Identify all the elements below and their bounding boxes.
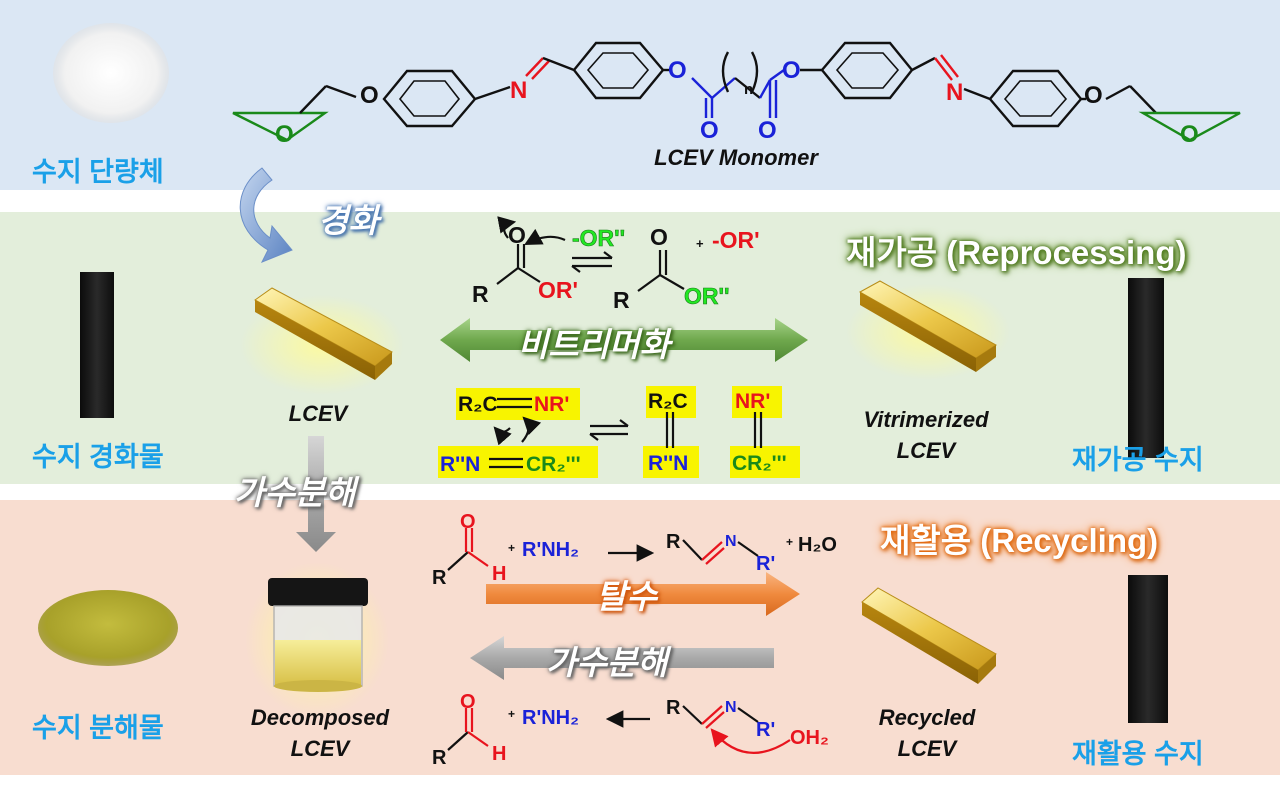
ester-carbonyl-o: O (508, 222, 526, 248)
decomposed-lcev-jar-image (245, 562, 389, 718)
cured-resin-bar-image (80, 272, 114, 418)
water-product: H₂O (798, 534, 837, 556)
ester-r-right: R (613, 287, 630, 313)
plus-sign-2: + (508, 541, 515, 555)
decomposed-lcev-label: Decomposed LCEV (222, 702, 418, 764)
dehydration-label: 탈수 (596, 578, 657, 615)
decomposed-resin-label: 수지 분해물 (32, 713, 164, 743)
imine-metathesis-scheme (438, 386, 800, 478)
aldehyde-top-h: H (492, 563, 506, 585)
hydrolysis-down-arrow (296, 436, 336, 552)
reprocessed-resin-label: 재가공 수지 (1072, 445, 1204, 475)
decomposed-label-line1: Decomposed (250, 705, 390, 730)
product-carbonyl-o: O (650, 224, 668, 250)
vitrimerized-label: Vitrimerized LCEV (836, 404, 1016, 466)
amine-bottom: R'NH₂ (522, 707, 579, 729)
nucleophile-or-dprime: -OR'' (572, 225, 625, 251)
recycling-title: 재활용 (Recycling) (880, 522, 1159, 559)
ester-o-left: O (668, 57, 687, 84)
ether-o-left: O (360, 82, 379, 109)
carbonyl-o-right: O (758, 117, 777, 144)
reprocessed-resin-bar-image (1128, 278, 1164, 458)
decomposed-label-line2: LCEV (290, 736, 350, 761)
imine-top-r-prime: R' (756, 553, 775, 575)
imine-bottom-r: R (666, 697, 681, 719)
yellow-powder-image (38, 590, 178, 666)
aldehyde-top (447, 528, 759, 571)
epoxide-o-left: O (275, 121, 294, 148)
lcev-gold-bar-image (240, 287, 404, 395)
ester-r-left: R (472, 281, 489, 307)
curing-label: 경화 (318, 202, 379, 239)
lcev-label: LCEV (288, 401, 348, 426)
imine-top-n: N (725, 533, 737, 550)
monomer-structure (232, 41, 1241, 142)
aldehyde-bottom (447, 705, 791, 754)
recycled-resin-bar-image (1128, 575, 1168, 723)
imine-cr2-left: CR₂''' (526, 453, 581, 476)
recycled-label-line2: LCEV (897, 736, 957, 761)
leaving-or-prime: -OR' (712, 227, 760, 253)
imine-top-r: R (666, 531, 681, 553)
monomer-band (0, 0, 1280, 190)
hydrolysis-left-arrow (470, 636, 774, 680)
imine-cr2-right: CR₂''' (732, 452, 787, 475)
resin-monomer-label: 수지 단량체 (32, 157, 164, 187)
dehydration-arrow (486, 572, 800, 616)
vitrimerization-label: 비트리머화 (518, 326, 670, 363)
plus-sign-3: + (786, 535, 793, 549)
epoxide-o-right: O (1180, 121, 1199, 148)
imine-rdprime-n-left: R''N (440, 453, 480, 476)
vitrimerized-label-line2: LCEV (896, 438, 956, 463)
vitrimerized-gold-bar-image (846, 280, 1010, 380)
vitrimerized-label-line1: Vitrimerized (863, 407, 989, 432)
imine-rdprime-n-right: R''N (648, 452, 688, 475)
recycled-gold-bar-image (861, 587, 997, 684)
vitrimerization-arrow (440, 318, 808, 362)
monomer-name: LCEV Monomer (654, 145, 818, 170)
hydrolysis-label-vertical: 가수분해 (234, 474, 356, 511)
recycled-label-line1: Recycled (878, 705, 976, 730)
water-reactant: OH₂ (790, 727, 829, 749)
curing-arrow (239, 167, 293, 263)
white-powder-image (53, 23, 169, 123)
imine-nr-prime-right: NR' (735, 390, 770, 413)
imine-bottom-r-prime: R' (756, 719, 775, 741)
imine-r2c-left: R₂C (458, 393, 498, 416)
ester-o-right: O (782, 57, 801, 84)
imine-n-left: N (510, 77, 527, 104)
aldehyde-bottom-r: R (432, 747, 447, 769)
imine-nr-prime-left: NR' (534, 393, 569, 416)
plus-sign-4: + (508, 707, 515, 721)
aldehyde-bottom-h: H (492, 743, 506, 765)
imine-n-right: N (946, 79, 963, 106)
plus-sign-1: + (696, 236, 704, 251)
transesterification-scheme (496, 216, 685, 292)
aldehyde-top-o: O (460, 511, 476, 533)
recycled-lcev-label: Recycled LCEV (842, 702, 1012, 764)
aldehyde-top-r: R (432, 567, 447, 589)
amine-top: R'NH₂ (522, 539, 579, 561)
ester-or-dprime-right: OR'' (684, 283, 729, 309)
cured-resin-label: 수지 경화물 (32, 442, 164, 472)
ester-or-prime-left: OR' (538, 277, 578, 303)
carbonyl-o-left: O (700, 117, 719, 144)
recycled-resin-label: 재활용 수지 (1072, 739, 1204, 769)
imine-bottom-n: N (725, 699, 737, 716)
repeat-n: n (744, 81, 753, 98)
ether-o-right: O (1084, 82, 1103, 109)
imine-r2c-right: R₂C (648, 390, 688, 413)
aldehyde-bottom-o: O (460, 691, 476, 713)
hydrolysis-label-horizontal: 가수분해 (546, 644, 668, 681)
reprocessing-title: 재가공 (Reprocessing) (846, 234, 1187, 271)
